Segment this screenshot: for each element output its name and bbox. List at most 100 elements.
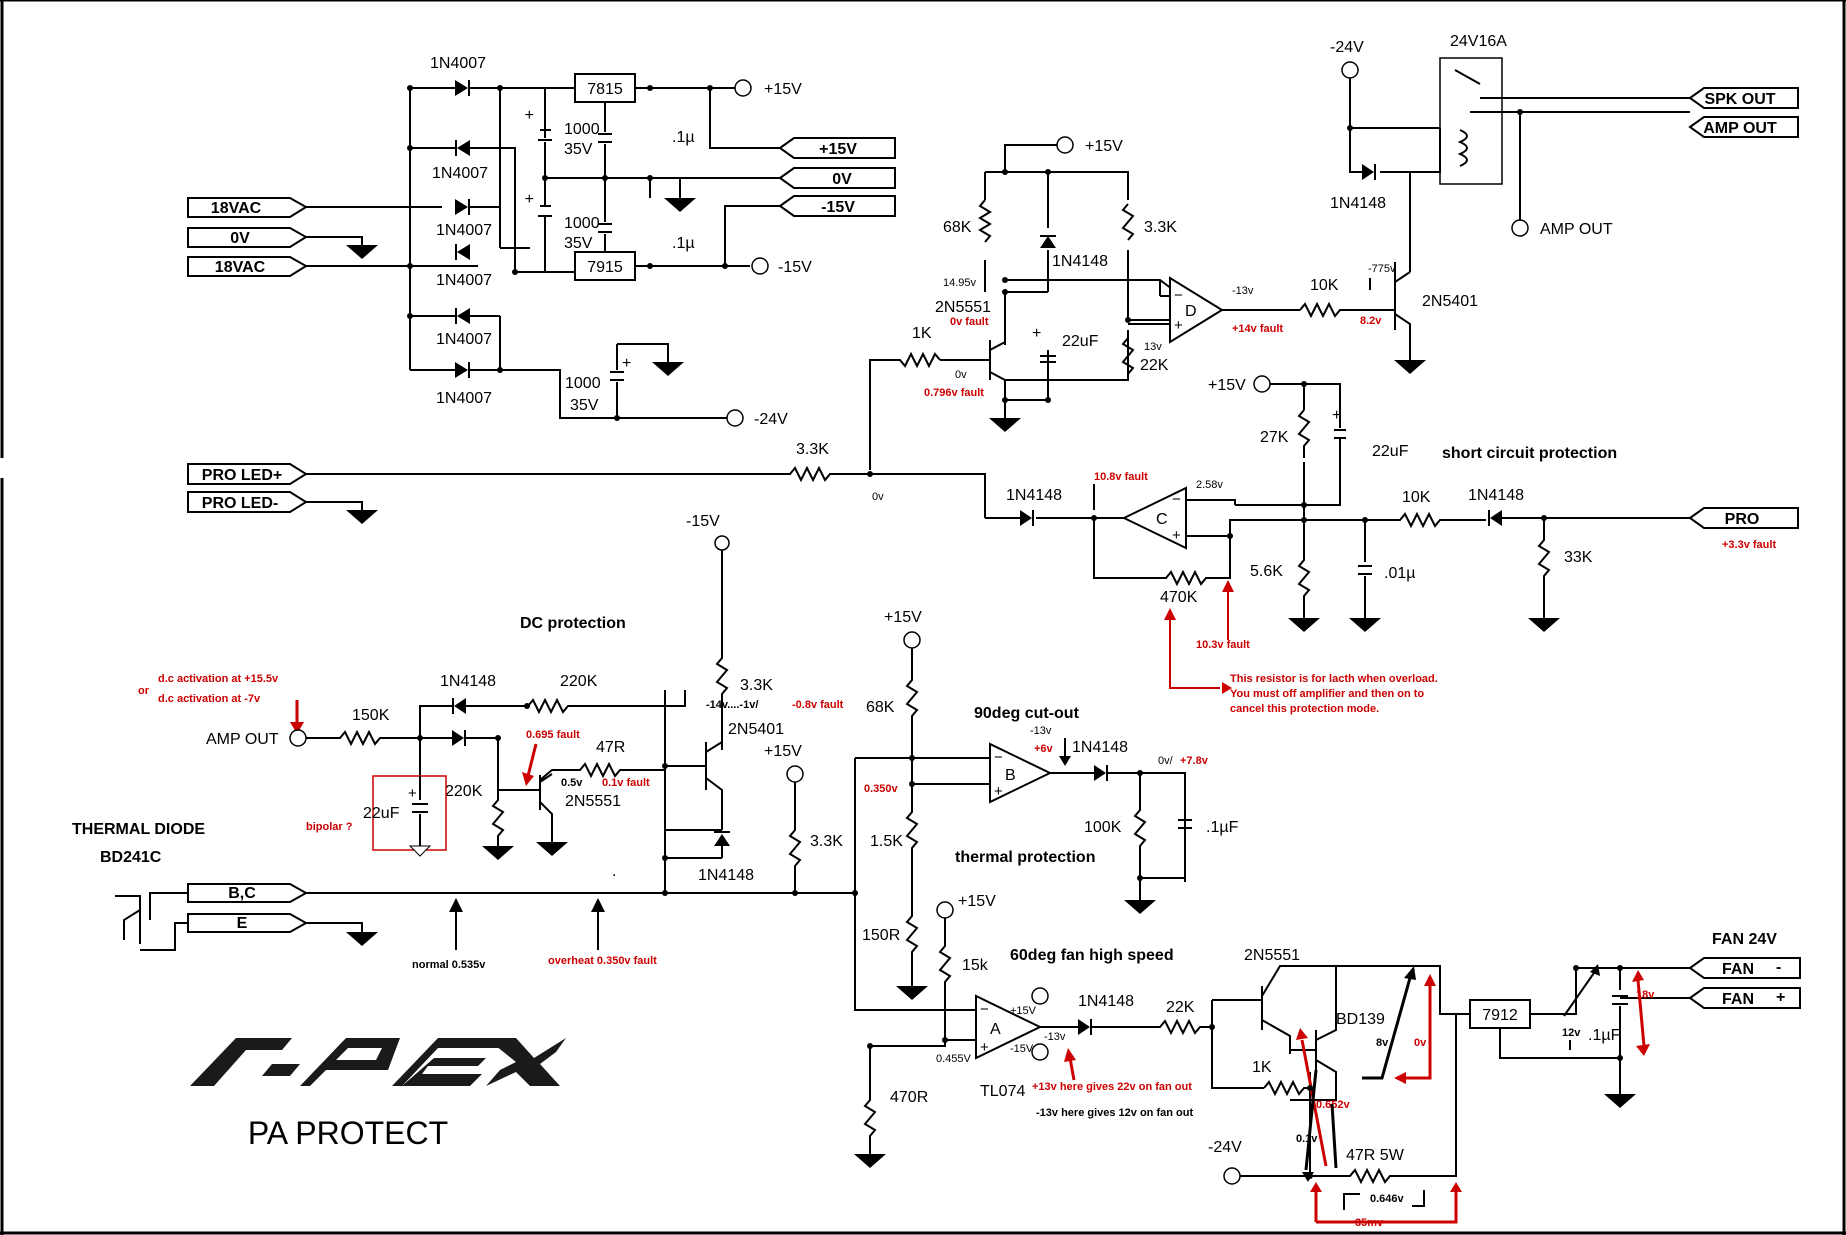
diode-1n4148-dc-3 [452,730,466,746]
svg-text:+: + [980,1039,989,1056]
svg-text:100K: 100K [1084,819,1122,836]
svg-text:0v: 0v [1414,1037,1427,1049]
svg-text:2N5551: 2N5551 [935,299,991,316]
svg-text:22uF: 22uF [1062,333,1099,350]
svg-text:1K: 1K [1252,1059,1272,1076]
svg-text:PRO: PRO [1725,511,1760,528]
svg-text:1N4148: 1N4148 [1078,993,1134,1010]
svg-text:18VAC: 18VAC [215,259,266,276]
svg-text:1N4148: 1N4148 [1052,253,1108,270]
svg-text:+7.8v: +7.8v [1180,755,1209,767]
comparator-d: +15V 68K 3.3K 1N4148 14.95v D − + 10K -1… [869,136,1395,470]
svg-text:PRO LED-: PRO LED- [202,495,278,512]
svg-text:1K: 1K [912,325,932,342]
connector-spk-out: SPK OUT [1688,87,1799,109]
svg-text:22uF: 22uF [1372,443,1409,460]
svg-text:-13v here gives 12v on fan out: -13v here gives 12v on fan out [1036,1107,1193,1119]
svg-text:1N4148: 1N4148 [1468,487,1524,504]
diode-1n4148-relay [1362,164,1376,180]
svg-text:normal 0.535v: normal 0.535v [412,959,486,971]
svg-text:thermal protection: thermal protection [955,849,1095,866]
relay-section: -24V 1N4148 24V16A AMP OUT SPK OUT AMP O… [1330,33,1799,374]
svg-text:3.3K: 3.3K [1144,219,1177,236]
svg-text:1000: 1000 [564,215,600,232]
svg-text:14.95v: 14.95v [943,277,977,289]
svg-text:B: B [1005,767,1016,784]
svg-text:-15V: -15V [686,513,720,530]
svg-text:+15V: +15V [1010,1005,1037,1017]
svg-text:PA PROTECT: PA PROTECT [248,1115,448,1151]
svg-text:150K: 150K [352,707,390,724]
svg-text:AMP OUT: AMP OUT [206,731,279,748]
svg-text:3.3K: 3.3K [810,833,843,850]
svg-text:d.c activation at -7v: d.c activation at -7v [158,693,261,705]
regulator-7815 [574,73,636,103]
svg-text:+15V: +15V [884,609,922,626]
svg-text:1000: 1000 [565,375,601,392]
svg-text:-24V: -24V [1208,1139,1242,1156]
svg-text:+: + [408,785,417,802]
svg-text:-14v....-1v/: -14v....-1v/ [706,699,758,711]
connector-18vac-1: 18VAC [187,197,308,218]
svg-text:2N5551: 2N5551 [565,793,621,810]
connector-e: E [187,913,309,933]
svg-text:13v: 13v [1144,341,1162,353]
diode-1n4148-short-1 [1020,510,1034,526]
svg-text:1N4007: 1N4007 [436,222,492,239]
svg-text:cancel this protection mode.: cancel this protection mode. [1230,703,1379,715]
svg-text:0V: 0V [230,230,250,247]
svg-text:2N5401: 2N5401 [1422,293,1478,310]
dc-protection: DC protection -15V 3.3K 2N5401 1N4148 d.… [138,513,844,892]
svg-text:C: C [1156,511,1168,528]
svg-text:33K: 33K [1564,549,1593,566]
svg-text:35V: 35V [570,397,599,414]
svg-text:220K: 220K [560,673,598,690]
diode-1n4007-3 [455,199,470,215]
short-circuit-protection: short circuit protection +15V + 27K 22uF… [985,375,1799,715]
connector-pro-led-minus: PRO LED- [187,491,308,513]
svg-text:1.5K: 1.5K [870,833,903,850]
svg-text:1N4007: 1N4007 [430,55,486,72]
svg-text:+: + [525,107,534,124]
svg-text:.1µF: .1µF [1206,819,1239,836]
fan-control: +15V 15k 60deg fan high speed A − + +15V… [854,893,1801,1229]
svg-text:+15V: +15V [764,81,802,98]
svg-text:−: − [1174,287,1183,304]
svg-text:+: + [994,783,1003,800]
svg-text:0.5v: 0.5v [561,777,583,789]
svg-text:60deg fan high speed: 60deg fan high speed [1010,947,1174,964]
pro-led-section: PRO LED+ PRO LED- 3.3K 0v [187,441,986,524]
svg-text:-15V: -15V [778,259,812,276]
svg-text:3.3K: 3.3K [740,677,773,694]
svg-text:AMP OUT: AMP OUT [1540,221,1613,238]
svg-text:0v fault: 0v fault [950,316,989,328]
svg-text:+: + [1174,317,1183,334]
svg-text:0.695 fault: 0.695 fault [526,729,580,741]
svg-text:-24V: -24V [754,411,788,428]
apex-logo: PA PROTECT [190,1038,566,1151]
svg-text:A: A [990,1021,1001,1038]
svg-text:+14v fault: +14v fault [1232,323,1283,335]
diode-1n4148-dc-2 [714,831,730,846]
svg-text:+15V: +15V [1085,138,1123,155]
svg-text:35V: 35V [564,141,593,158]
svg-text:7912: 7912 [1482,1007,1518,1024]
svg-text:+3.3v fault: +3.3v fault [1722,539,1776,551]
svg-text:-775v: -775v [1368,263,1396,275]
svg-text:0v: 0v [955,369,967,381]
svg-text:15k: 15k [962,957,989,974]
connector-0v-out: 0V [778,167,896,189]
svg-text:+: + [525,191,534,208]
svg-text:1N4148: 1N4148 [1072,739,1128,756]
svg-text:or: or [138,685,150,697]
svg-text:.1µF: .1µF [1588,1027,1621,1044]
svg-text:7815: 7815 [587,81,623,98]
svg-text:0.1v: 0.1v [1296,1133,1318,1145]
svg-text:bipolar ?: bipolar ? [306,821,353,833]
diode-1n4007-5 [455,308,470,324]
svg-text:B,C: B,C [228,885,256,902]
diode-1n4007-1 [455,80,470,96]
diode-1n4148-d [1040,235,1056,248]
svg-text:1N4007: 1N4007 [436,331,492,348]
thermal-protection: THERMAL DIODE BD241C B,C E normal 0.535v… [72,609,1239,1011]
